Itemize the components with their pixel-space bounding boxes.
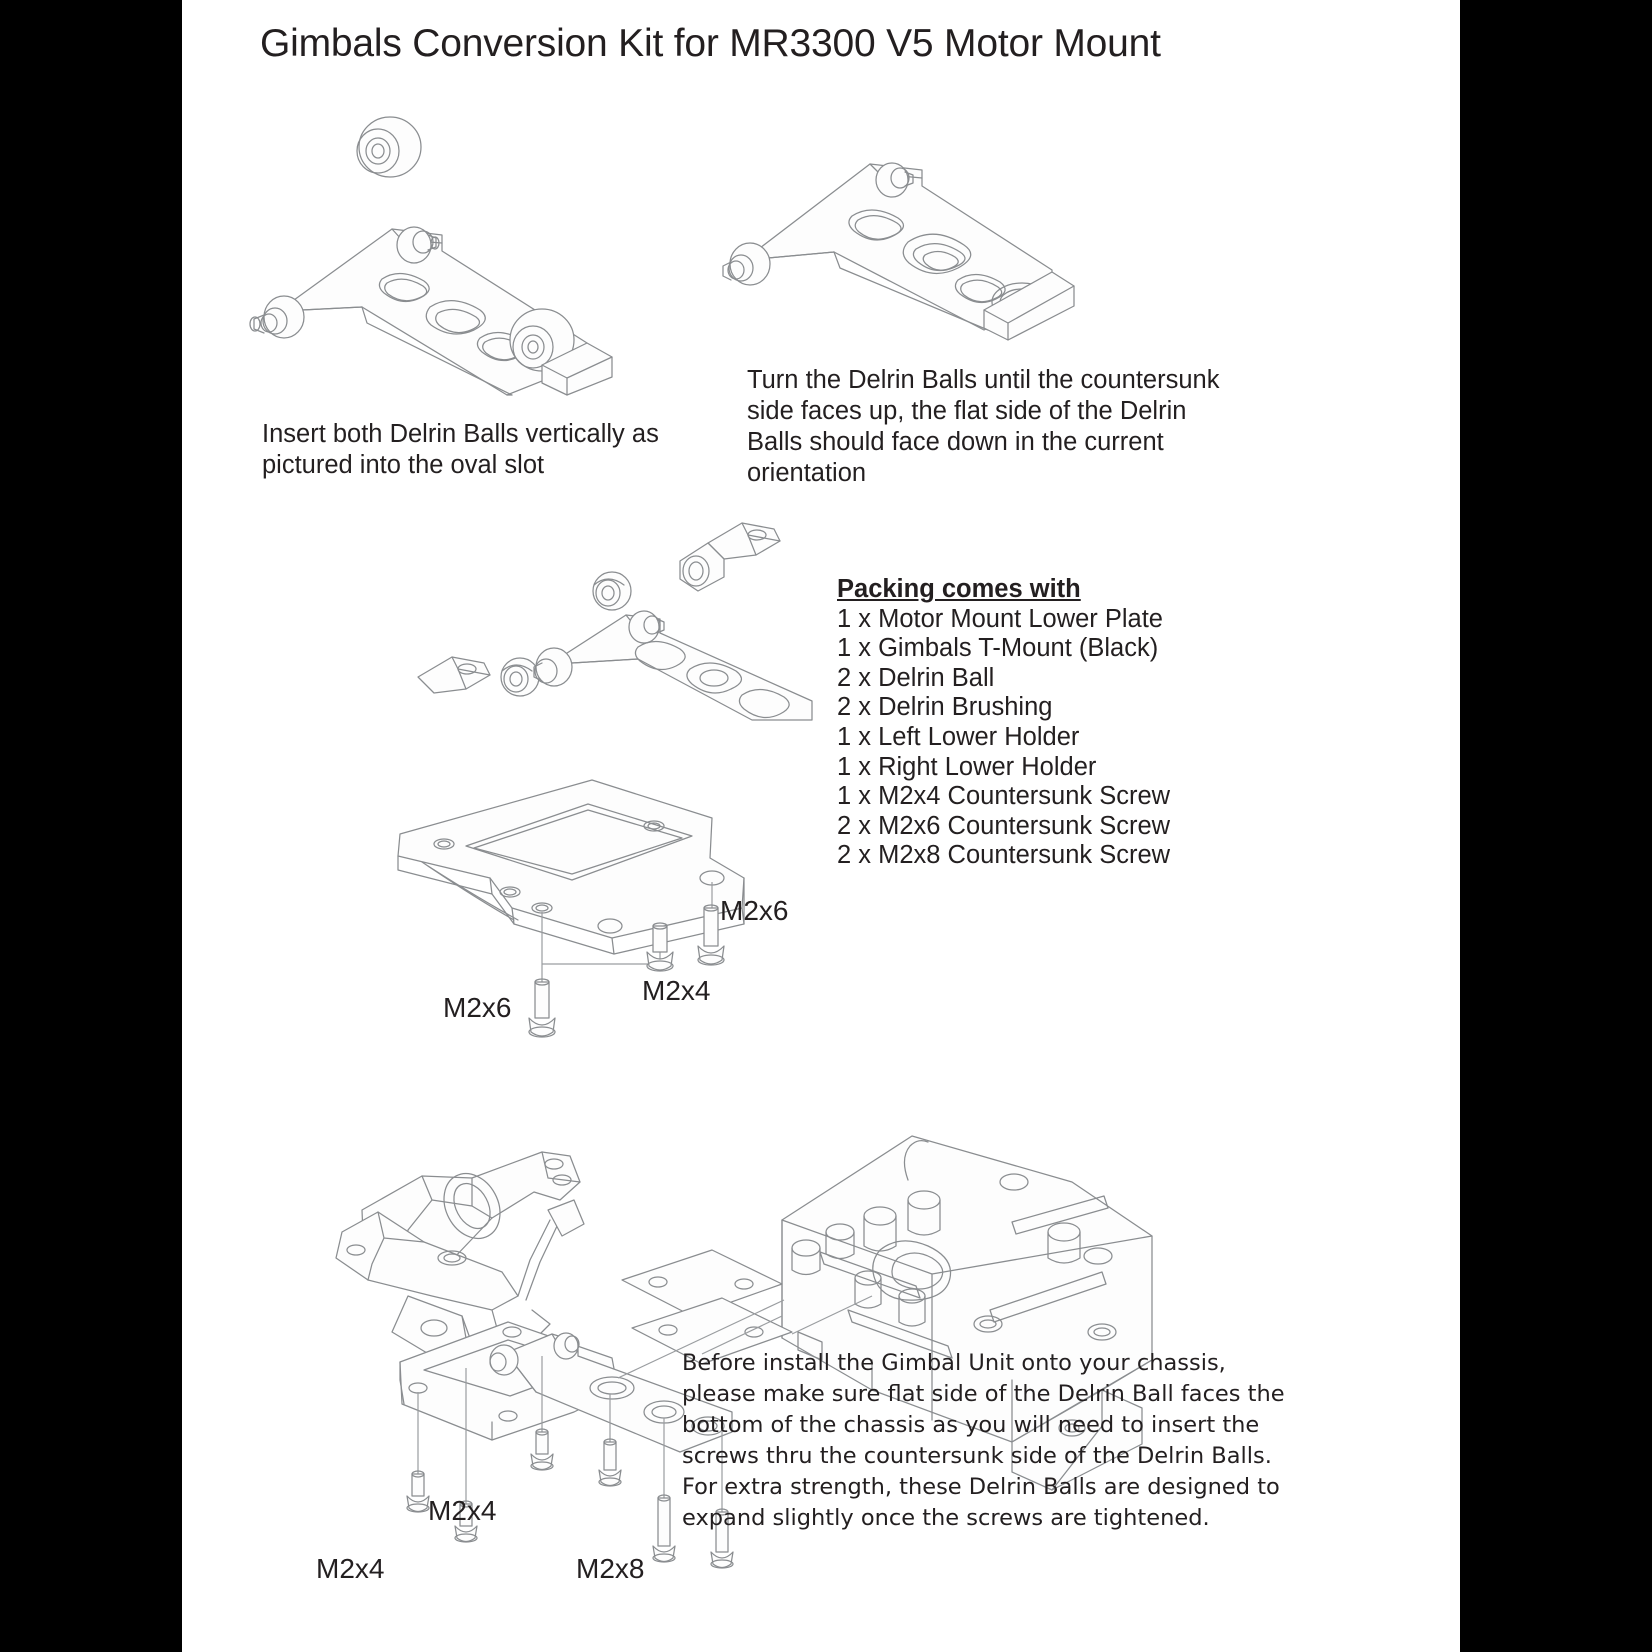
instruction-sheet-page: Gimbals Conversion Kit for MR3300 V5 Mot…	[182, 0, 1460, 1652]
screw-m2x4-middle	[646, 922, 674, 972]
screw-label-m2x6-lower: M2x6	[443, 992, 512, 1023]
packing-item: 1 x Right Lower Holder	[837, 752, 1097, 781]
screw-m2x8-b	[710, 1508, 734, 1569]
gimbal-shim-plates	[621, 1249, 793, 1365]
screw-m2x4-a	[530, 1428, 554, 1471]
screw-m2x6-upper	[697, 904, 725, 966]
figure-exploded-holders	[412, 505, 842, 721]
screw-label-m2x4-b: M2x4	[316, 1553, 385, 1584]
figure-motor-mount-lower-plate	[392, 760, 952, 1050]
gimbals-t-mount	[249, 226, 613, 396]
packing-item: 2 x Delrin Ball	[837, 663, 995, 692]
gimbals-t-mount-exploded	[533, 610, 813, 721]
packing-item: 2 x M2x8 Countersunk Screw	[837, 841, 1171, 870]
packing-item: 1 x Gimbals T-Mount (Black)	[837, 634, 1159, 663]
delrin-bushing-upper	[592, 571, 632, 611]
gimbal-lower-plate-assembly	[399, 1321, 733, 1453]
delrin-ball-loose	[356, 116, 422, 178]
letterbox-left	[0, 0, 182, 1652]
screw-label-m2x8: M2x8	[576, 1553, 645, 1584]
right-lower-holder	[679, 522, 781, 592]
pivot-boss-left	[249, 295, 305, 339]
gimbals-t-mount-rotated	[722, 162, 1075, 341]
front-bulkhead-assembly	[335, 1151, 585, 1357]
lower-screw-leaders	[417, 1295, 873, 1512]
packing-item: 1 x M2x4 Countersunk Screw	[837, 782, 1171, 811]
packing-item: 1 x Left Lower Holder	[837, 722, 1080, 751]
caption-step-1: Insert both Delrin Balls vertically as p…	[262, 420, 659, 479]
packing-item: 2 x Delrin Brushing	[837, 693, 1053, 722]
screw-label-m2x4-a: M2x4	[428, 1495, 497, 1526]
packing-item: 2 x M2x6 Countersunk Screw	[837, 811, 1171, 840]
packing-item: 1 x Motor Mount Lower Plate	[837, 604, 1163, 633]
delrin-bushing-lower	[500, 657, 540, 697]
left-lower-holder	[417, 656, 491, 694]
screw-m2x4-c	[454, 1500, 478, 1543]
screw-m2x6-lower	[528, 978, 556, 1038]
caption-step-2: Turn the Delrin Balls until the counters…	[747, 366, 1220, 487]
caption-final-note: Before install the Gimbal Unit onto your…	[682, 1350, 1285, 1531]
figure-t-mount-rotated	[722, 140, 1092, 360]
screw-label-m2x6-upper: M2x6	[720, 895, 789, 926]
figure-t-mount-with-delrin-balls	[242, 95, 622, 396]
screw-m2x8-a	[652, 1494, 676, 1563]
figure-chassis-gimbal-install	[312, 1060, 1172, 1580]
pivot-boss-right	[396, 226, 440, 264]
screw-m2x4-b	[406, 1470, 430, 1513]
letterbox-right	[1460, 0, 1652, 1652]
screw-label-m2x4-middle: M2x4	[642, 975, 711, 1006]
motor-mount-lower-plate	[397, 779, 745, 955]
page-title: Gimbals Conversion Kit for MR3300 V5 Mot…	[260, 22, 1161, 65]
packing-list: Packing comes with 1 x Motor Mount Lower…	[837, 575, 1170, 871]
packing-list-heading: Packing comes with	[837, 575, 1081, 603]
screw-m2x6-bottom	[598, 1438, 622, 1487]
chassis-main-block	[781, 1135, 1153, 1491]
